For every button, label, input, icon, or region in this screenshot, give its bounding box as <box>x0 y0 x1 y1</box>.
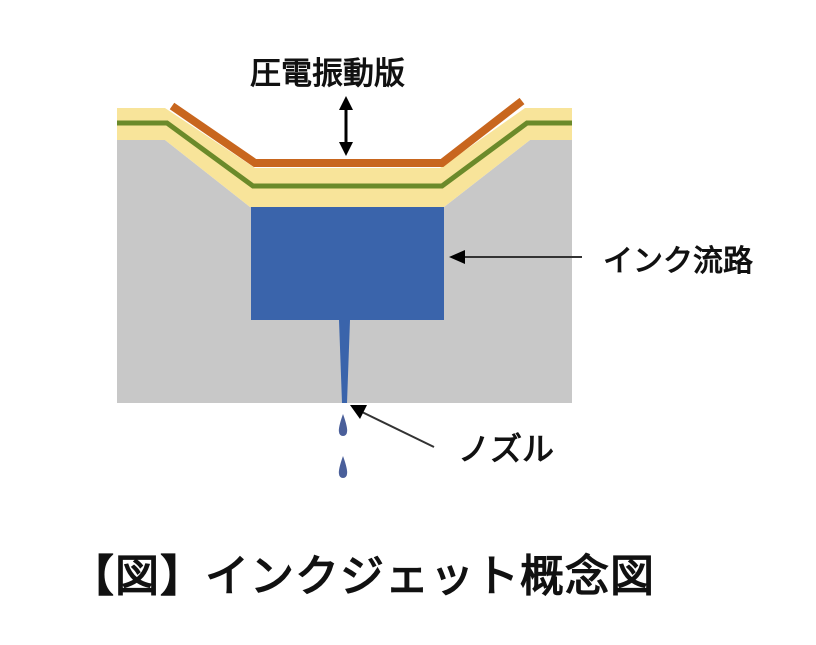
ink-drop <box>338 414 348 436</box>
ink-drop <box>338 456 348 478</box>
piezo-plate-label: 圧電振動版 <box>250 56 405 92</box>
lower-yellow-layer <box>117 108 572 207</box>
ink-channel-pointer-arrow <box>449 250 582 264</box>
green-layer <box>117 120 572 189</box>
figure-caption: 【図】インクジェット概念図 <box>70 551 655 602</box>
ink-channel <box>251 207 444 320</box>
nozzle-pointer-arrow <box>350 405 435 448</box>
nozzle <box>339 320 350 403</box>
ink-channel-label: インク流路 <box>603 244 753 279</box>
vibration-arrow <box>339 96 353 156</box>
piezo-plate <box>169 97 525 167</box>
nozzle-label: ノズル <box>458 430 555 468</box>
